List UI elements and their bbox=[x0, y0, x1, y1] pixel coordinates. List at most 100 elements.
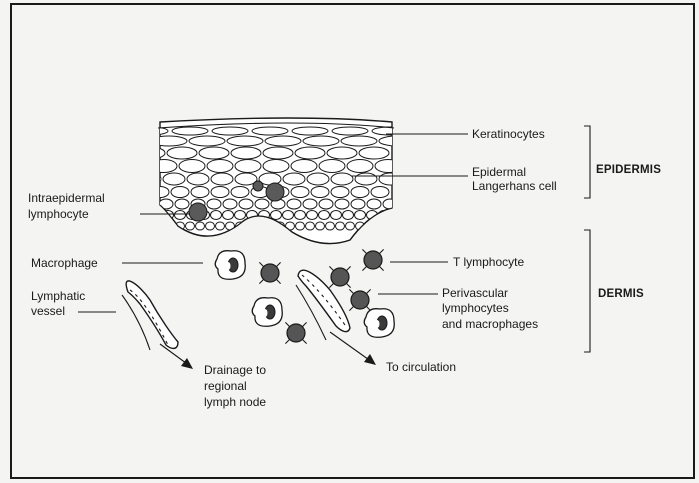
keratinocyte-cell bbox=[211, 173, 233, 185]
keratinocyte-cell bbox=[187, 173, 209, 185]
keratinocyte-cell bbox=[331, 211, 342, 220]
keratinocyte-cell bbox=[172, 127, 208, 135]
keratinocyte-cell bbox=[303, 136, 339, 146]
keratinocyte-cell bbox=[227, 136, 263, 146]
keratinocyte-cell bbox=[163, 173, 185, 185]
keratinocyte-cell bbox=[332, 127, 368, 135]
keratinocyte-cell bbox=[191, 187, 209, 198]
keratinocyte-cell bbox=[359, 147, 389, 159]
keratinocyte-cell bbox=[291, 187, 309, 198]
langerhans-cell bbox=[266, 183, 284, 201]
label-macrophage: Macrophage bbox=[31, 256, 98, 270]
keratinocyte-cell bbox=[186, 222, 195, 230]
keratinocyte-cell bbox=[319, 160, 345, 173]
keratinocyte-cell bbox=[189, 136, 225, 146]
t-lymphocyte-cell bbox=[259, 262, 280, 283]
keratinocyte-cell bbox=[283, 211, 294, 220]
keratinocyte-cell bbox=[303, 199, 317, 209]
keratinocyte-cell bbox=[199, 147, 229, 159]
keratinocyte-cell bbox=[292, 127, 328, 135]
keratinocyte-cell bbox=[207, 199, 221, 209]
keratinocyte-cell bbox=[307, 211, 318, 220]
keratinocyte-cell bbox=[171, 187, 189, 198]
keratinocyte-cell bbox=[265, 136, 301, 146]
keratinocyte-cell bbox=[311, 187, 329, 198]
keratinocyte-cell bbox=[206, 222, 215, 230]
t-lymphocyte-cell bbox=[285, 322, 306, 343]
keratinocyte-cell bbox=[207, 160, 233, 173]
keratinocyte-cell bbox=[327, 147, 357, 159]
label-t-lymphocyte: T lymphocyte bbox=[453, 255, 524, 269]
keratinocyte-cell bbox=[291, 160, 317, 173]
keratinocyte-cell bbox=[239, 199, 253, 209]
keratinocyte-cell bbox=[252, 127, 288, 135]
keratinocyte-cell bbox=[331, 187, 349, 198]
keratinocyte-cell bbox=[295, 147, 325, 159]
label-epidermis: EPIDERMIS bbox=[596, 164, 661, 176]
keratinocyte-cell bbox=[295, 211, 306, 220]
label-perivascular-3: and macrophages bbox=[442, 317, 538, 331]
keratinocyte-cell bbox=[196, 222, 205, 230]
label-circulation: To circulation bbox=[386, 360, 456, 374]
keratinocyte-cell bbox=[211, 187, 229, 198]
keratinocyte-cell bbox=[371, 187, 389, 198]
keratinocyte-cell bbox=[319, 199, 333, 209]
t-lymphocyte-cell bbox=[329, 266, 350, 287]
keratinocyte-cell bbox=[235, 211, 246, 220]
keratinocyte-cell bbox=[341, 136, 377, 146]
keratinocyte-cell bbox=[367, 199, 381, 209]
t-lymphocyte-cell bbox=[362, 249, 383, 270]
keratinocyte-cell bbox=[255, 199, 269, 209]
langerhans-cell bbox=[253, 181, 263, 191]
keratinocyte-cell bbox=[346, 222, 355, 230]
keratinocyte-cell bbox=[316, 222, 325, 230]
keratinocyte-cell bbox=[211, 211, 222, 220]
label-perivascular-2: lymphocytes bbox=[442, 301, 509, 315]
keratinocyte-cell bbox=[271, 211, 282, 220]
keratinocyte-cell bbox=[355, 211, 366, 220]
keratinocyte-cell bbox=[223, 199, 237, 209]
keratinocyte-cell bbox=[235, 160, 261, 173]
frame-border bbox=[11, 4, 694, 478]
label-lymphatic-1: Lymphatic bbox=[31, 289, 85, 303]
keratinocyte-cell bbox=[263, 147, 293, 159]
keratinocyte-cell bbox=[307, 173, 329, 185]
keratinocyte-cell bbox=[319, 211, 330, 220]
keratinocyte-cell bbox=[179, 160, 205, 173]
keratinocyte-cell bbox=[296, 222, 305, 230]
macrophage-cell bbox=[364, 309, 394, 338]
label-dermis: DERMIS bbox=[598, 288, 644, 300]
keratinocyte-cell bbox=[351, 199, 365, 209]
keratinocyte-cell bbox=[231, 187, 249, 198]
macrophage-cell bbox=[215, 251, 245, 280]
label-lymphatic-2: vessel bbox=[31, 304, 65, 318]
keratinocyte-cell bbox=[212, 127, 248, 135]
keratinocyte-cell bbox=[216, 222, 225, 230]
label-langerhans-1: Epidermal bbox=[472, 165, 526, 179]
label-perivascular-1: Perivascular bbox=[442, 286, 508, 300]
keratinocyte-cell bbox=[351, 187, 369, 198]
keratinocyte-cell bbox=[326, 222, 335, 230]
keratinocyte-cell bbox=[263, 160, 289, 173]
keratinocyte-cell bbox=[347, 160, 373, 173]
keratinocyte-cell bbox=[331, 173, 353, 185]
keratinocyte-cell bbox=[335, 199, 349, 209]
keratinocyte-cell bbox=[223, 211, 234, 220]
label-langerhans-2: Langerhans cell bbox=[472, 179, 557, 193]
keratinocyte-cell bbox=[355, 173, 377, 185]
keratinocyte-cell bbox=[306, 222, 315, 230]
keratinocyte-cell bbox=[283, 173, 305, 185]
label-intraepidermal-2: lymphocyte bbox=[28, 207, 89, 221]
label-drainage-3: lymph node bbox=[204, 395, 266, 409]
label-intraepidermal-1: Intraepidermal bbox=[28, 191, 105, 205]
keratinocyte-cell bbox=[336, 222, 345, 230]
t-lymphocyte-cell bbox=[349, 289, 370, 310]
keratinocyte-cell bbox=[343, 211, 354, 220]
label-drainage-1: Drainage to bbox=[204, 363, 266, 377]
keratinocyte-cell bbox=[287, 199, 301, 209]
intraepidermal-lymphocyte-cell bbox=[189, 203, 207, 221]
keratinocyte-cell bbox=[175, 199, 189, 209]
label-drainage-2: regional bbox=[204, 379, 247, 393]
